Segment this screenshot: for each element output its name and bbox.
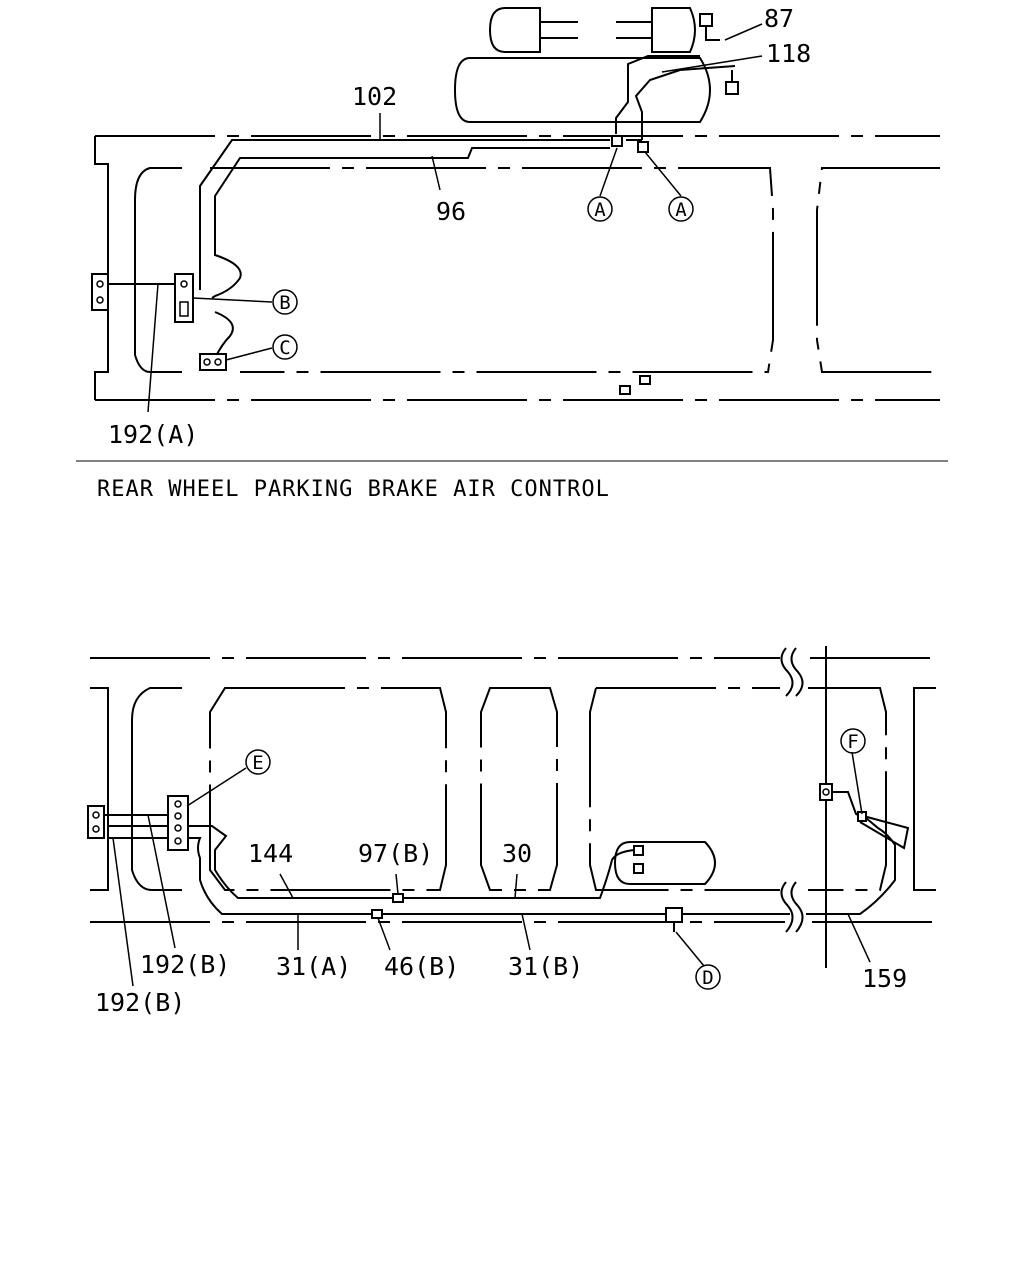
label-144: 144 [248, 839, 293, 868]
ref-f: F [847, 731, 858, 753]
top-brackets [91, 273, 227, 371]
air-tanks [453, 7, 739, 123]
bottom-leaders [112, 751, 871, 987]
label-46b: 46(B) [384, 952, 459, 981]
label-192b-2: 192(B) [95, 988, 185, 1017]
label-159: 159 [862, 964, 907, 993]
ref-e: E [252, 752, 263, 774]
bottom-frame [90, 646, 936, 968]
label-87: 87 [764, 4, 794, 33]
ref-d: D [702, 967, 713, 989]
label-192a: 192(A) [108, 420, 198, 449]
ref-b: B [279, 292, 290, 314]
label-102: 102 [352, 82, 397, 111]
label-31b: 31(B) [508, 952, 583, 981]
top-leaders [147, 23, 763, 413]
bottom-ref-circles: E F D [245, 728, 866, 990]
ref-a-1: A [594, 199, 606, 221]
label-192b-1: 192(B) [140, 950, 230, 979]
bottom-brackets [87, 795, 189, 851]
ref-c: C [279, 337, 290, 359]
label-30: 30 [502, 839, 532, 868]
top-ref-circles: A A B C [272, 196, 694, 360]
top-pipes [199, 55, 736, 395]
bottom-pipes [108, 783, 910, 932]
bottom-part-labels: 144 97(B) 30 192(B) 31(A) 46(B) 31(B) 15… [95, 839, 907, 1017]
bottom-diagram: E F D 144 97(B) 30 192(B) 31(A) 46(B) 31… [87, 646, 936, 1017]
label-97b: 97(B) [358, 839, 433, 868]
top-part-labels: 87 118 102 96 192(A) [108, 4, 811, 449]
ref-a-2: A [675, 199, 687, 221]
label-118: 118 [766, 39, 811, 68]
diagram-caption: REAR WHEEL PARKING BRAKE AIR CONTROL [97, 477, 610, 502]
top-diagram: A A B C 87 118 102 96 192(A) [91, 4, 940, 449]
label-96: 96 [436, 197, 466, 226]
small-air-tank [613, 841, 716, 885]
label-31a: 31(A) [276, 952, 351, 981]
top-frame [94, 135, 940, 401]
